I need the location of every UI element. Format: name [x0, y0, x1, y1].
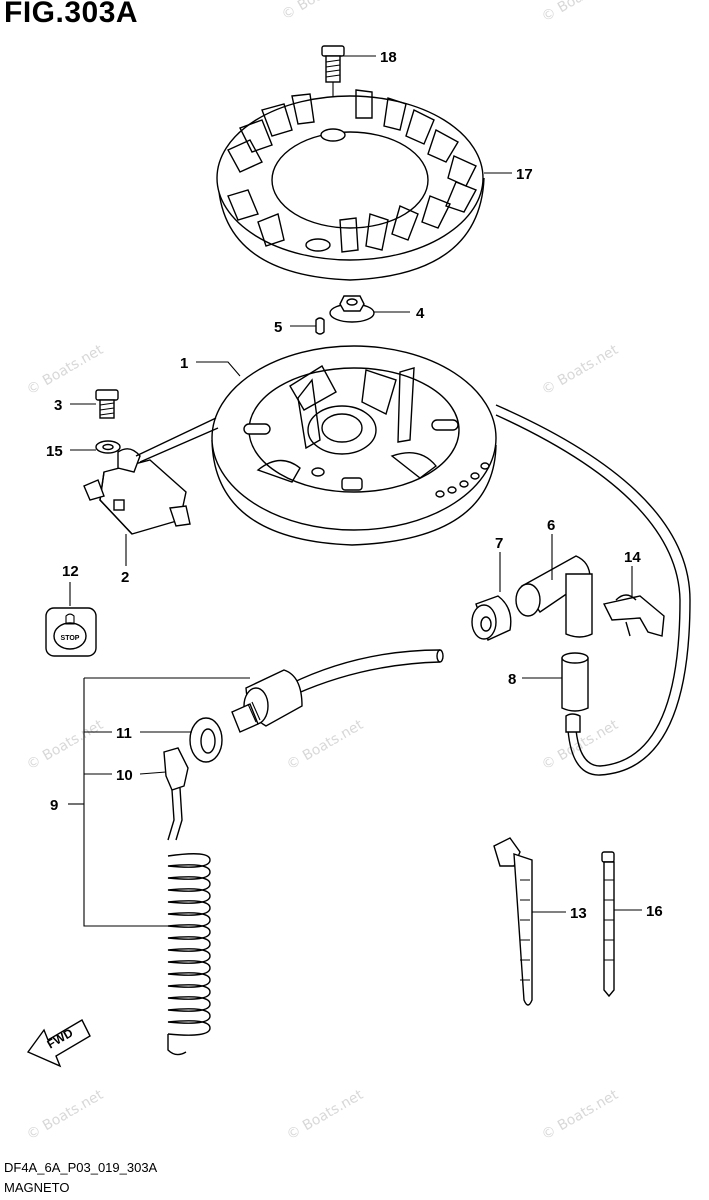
- callout-15: 15: [46, 443, 63, 460]
- part-4-nut: [329, 295, 375, 323]
- part-6-tube: [515, 555, 593, 638]
- part-15-washer: [95, 440, 121, 454]
- callout-2: 2: [121, 569, 129, 586]
- watermark: © Boats.net: [279, 0, 361, 23]
- callouts: 18 17 4 5 1 3 15 2 12 7 6 14 8 11 10 9 1…: [46, 49, 663, 922]
- figure-name: MAGNETO: [4, 1180, 70, 1195]
- part-17-flywheel: [216, 89, 485, 281]
- part-7-grommet: [471, 595, 512, 641]
- part-10-terminal: [163, 747, 189, 841]
- callout-11: 11: [116, 725, 132, 742]
- stator-lead-wire: [495, 404, 691, 776]
- callout-8: 8: [508, 671, 516, 688]
- callout-6: 6: [547, 517, 555, 534]
- watermark: © Boats.net: [284, 717, 366, 774]
- callout-4: 4: [416, 305, 425, 322]
- stop-label: STOP: [61, 635, 80, 642]
- callout-18: 18: [380, 49, 397, 66]
- watermark: © Boats.net: [24, 342, 106, 399]
- stator-lead-wire-edge: [495, 414, 681, 767]
- part-13-cable-tie: [493, 837, 533, 1006]
- callout-3: 3: [54, 397, 62, 414]
- part-12-stop-switch: STOP: [45, 607, 97, 657]
- callout-1: 1: [180, 355, 188, 372]
- part-18-bolt: [321, 45, 345, 128]
- part-14-clamp: [602, 594, 665, 637]
- callout-9: 9: [50, 797, 58, 814]
- part-9-connector: [231, 669, 303, 733]
- part-1-stator: [211, 345, 497, 546]
- fwd-arrow: FWD: [26, 1019, 91, 1068]
- callout-16: 16: [646, 903, 663, 920]
- callout-5: 5: [274, 319, 282, 336]
- callout-10: 10: [116, 767, 133, 784]
- watermark: © Boats.net: [539, 1087, 621, 1144]
- watermark: © Boats.net: [539, 0, 621, 25]
- watermark: © Boats.net: [24, 1087, 106, 1144]
- part-5-key: [315, 317, 325, 335]
- part-8-sleeve: [561, 652, 589, 733]
- watermark: © Boats.net: [284, 1087, 366, 1144]
- callout-12: 12: [62, 563, 79, 580]
- part-16-cable-tie: [601, 851, 615, 998]
- figure-title: FIG.303A: [4, 0, 139, 29]
- part-3-bolt: [95, 389, 119, 419]
- callout-17: 17: [516, 166, 533, 183]
- stop-switch-cable: [289, 649, 444, 695]
- part-11-ring-nut: [189, 717, 223, 763]
- callout-14: 14: [624, 549, 641, 566]
- watermark: © Boats.net: [24, 717, 106, 774]
- watermark: © Boats.net: [539, 342, 621, 399]
- callout-7: 7: [495, 535, 503, 552]
- figure-code: DF4A_6A_P03_019_303A: [4, 1160, 158, 1175]
- curly-cord: [167, 853, 211, 1056]
- part-2-ignition-coil: [83, 417, 219, 535]
- callout-13: 13: [570, 905, 587, 922]
- leader-lines: [68, 55, 642, 927]
